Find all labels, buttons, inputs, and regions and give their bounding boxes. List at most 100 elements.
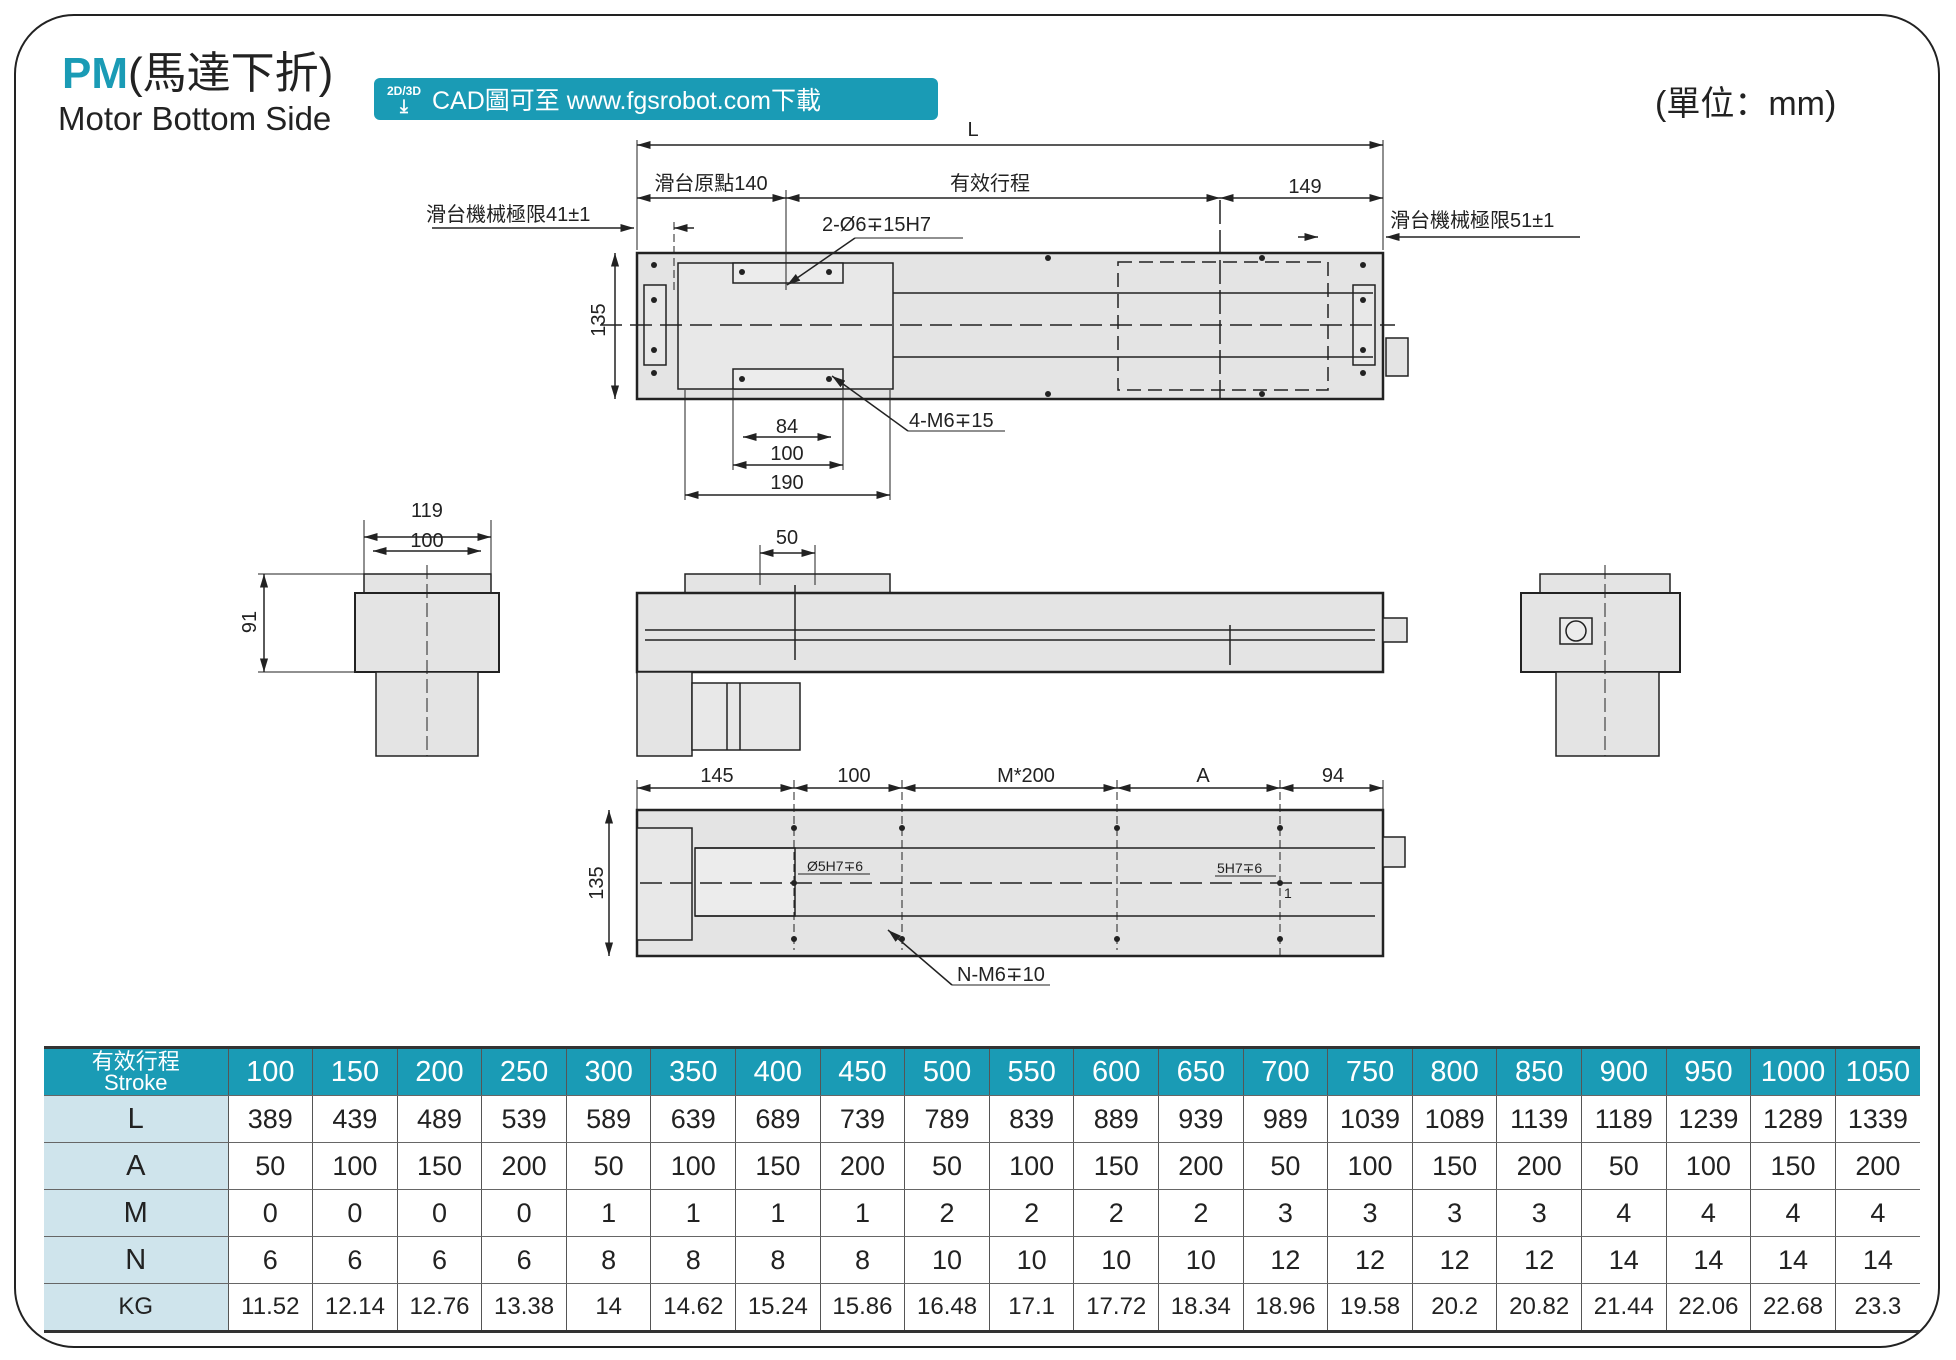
table-cell: 889 [1073, 1095, 1159, 1143]
row-label: N [44, 1236, 228, 1284]
dim-135-bottom: 135 [586, 866, 608, 899]
table-cell: 18.96 [1242, 1283, 1328, 1332]
header-label-en: Stroke [103, 1070, 168, 1095]
table-cell: 739 [819, 1095, 905, 1143]
table-cell: 839 [988, 1095, 1074, 1143]
cad-download-banner[interactable]: 2D/3D⤓ CAD圖可至 www.fgsrobot.com下載 [374, 78, 938, 120]
table-cell: 8 [819, 1236, 905, 1284]
header-stroke-100: 100 [227, 1047, 313, 1096]
table-cell: 4 [1665, 1189, 1751, 1237]
page-frame [14, 14, 1940, 1348]
header-stroke-900: 900 [1581, 1047, 1667, 1096]
dim-a: A [1196, 765, 1210, 787]
table-cell: 789 [904, 1095, 990, 1143]
header-stroke-450: 450 [819, 1047, 905, 1096]
table-cell: 6 [481, 1236, 567, 1284]
dim-91: 91 [239, 611, 261, 633]
cad-badge-label: 2D/3D [386, 83, 421, 98]
header-stroke-200: 200 [396, 1047, 482, 1096]
dim-190: 190 [770, 472, 803, 494]
table-cell: 439 [312, 1095, 398, 1143]
table-cell: 10 [904, 1236, 990, 1284]
header-stroke-150: 150 [312, 1047, 398, 1096]
cad-download-text[interactable]: CAD圖可至 www.fgsrobot.com下載 [432, 87, 821, 115]
table-cell: 1289 [1750, 1095, 1836, 1143]
header-stroke-400: 400 [735, 1047, 821, 1096]
table-cell: 3 [1496, 1189, 1582, 1237]
dim-50: 50 [776, 527, 798, 549]
dim-limit-right: 滑台機械極限51±1 [1390, 209, 1554, 232]
dim-stroke: 有效行程 [950, 172, 1030, 195]
table-cell: 10 [1073, 1236, 1159, 1284]
download-icon: 2D/3D⤓ [386, 83, 421, 116]
table-cell: 150 [396, 1142, 482, 1190]
table-cell: 15.86 [819, 1283, 905, 1332]
table-cell: 50 [227, 1142, 313, 1190]
table-cell: 100 [988, 1142, 1074, 1190]
table-cell: 8 [735, 1236, 821, 1284]
table-cell: 20.82 [1496, 1283, 1582, 1332]
dim-100-left: 100 [410, 530, 443, 552]
table-cell: 22.06 [1665, 1283, 1751, 1332]
table-cell: 16.48 [904, 1283, 990, 1332]
header-stroke-750: 750 [1327, 1047, 1413, 1096]
table-cell: 3 [1242, 1189, 1328, 1237]
table-cell: 12 [1327, 1236, 1413, 1284]
header-stroke-800: 800 [1411, 1047, 1497, 1096]
table-cell: 1089 [1411, 1095, 1497, 1143]
table-cell: 3 [1411, 1189, 1497, 1237]
dim-119: 119 [411, 500, 443, 522]
dim-84: 84 [776, 416, 798, 438]
table-cell: 10 [1158, 1236, 1244, 1284]
header-stroke-350: 350 [650, 1047, 736, 1096]
table-cell: 939 [1158, 1095, 1244, 1143]
table-cell: 6 [396, 1236, 482, 1284]
table-cell: 50 [565, 1142, 651, 1190]
table-cell: 1339 [1834, 1095, 1920, 1143]
header-stroke-1050: 1050 [1834, 1047, 1920, 1096]
dim-100-bottom: 100 [837, 765, 870, 787]
table-cell: 1189 [1581, 1095, 1667, 1143]
table-cell: 20.2 [1411, 1283, 1497, 1332]
table-cell: 0 [312, 1189, 398, 1237]
table-cell: 21.44 [1581, 1283, 1667, 1332]
table-cell: 23.3 [1834, 1283, 1920, 1332]
table-cell: 2 [988, 1189, 1074, 1237]
header-stroke-600: 600 [1073, 1047, 1159, 1096]
table-cell: 4 [1581, 1189, 1667, 1237]
table-cell: 12.76 [396, 1283, 482, 1332]
model-subtitle: Motor Bottom Side [58, 100, 332, 137]
callout-n-tap-holes: N-M6∓10 [957, 964, 1045, 986]
table-cell: 0 [481, 1189, 567, 1237]
row-label: M [44, 1189, 228, 1237]
table-cell: 989 [1242, 1095, 1328, 1143]
unit-label: (單位：mm) [1655, 85, 1837, 123]
table-cell: 12.14 [312, 1283, 398, 1332]
table-cell: 17.1 [988, 1283, 1074, 1332]
table-cell: 489 [396, 1095, 482, 1143]
table-cell: 14.62 [650, 1283, 736, 1332]
table-cell: 8 [565, 1236, 651, 1284]
table-cell: 1 [819, 1189, 905, 1237]
table-cell: 200 [1834, 1142, 1920, 1190]
callout-pin-right: 5H7∓6 [1217, 860, 1262, 876]
header-stroke-700: 700 [1242, 1047, 1328, 1096]
table-cell: 8 [650, 1236, 736, 1284]
table-cell: 589 [565, 1095, 651, 1143]
table-cell: 639 [650, 1095, 736, 1143]
header-stroke-950: 950 [1665, 1047, 1751, 1096]
table-cell: 11.52 [227, 1283, 313, 1332]
dim-94: 94 [1322, 765, 1344, 787]
header-stroke-850: 850 [1496, 1047, 1582, 1096]
row-label: L [44, 1095, 228, 1143]
table-cell: 14 [1581, 1236, 1667, 1284]
table-cell: 19.58 [1327, 1283, 1413, 1332]
model-title-zh: (馬達下折) [128, 49, 334, 98]
technical-drawing: L 滑台原點140 有效行程 149 滑台機械極限41±1 滑台機械極限51±1… [239, 119, 1681, 986]
table-cell: 200 [1158, 1142, 1244, 1190]
